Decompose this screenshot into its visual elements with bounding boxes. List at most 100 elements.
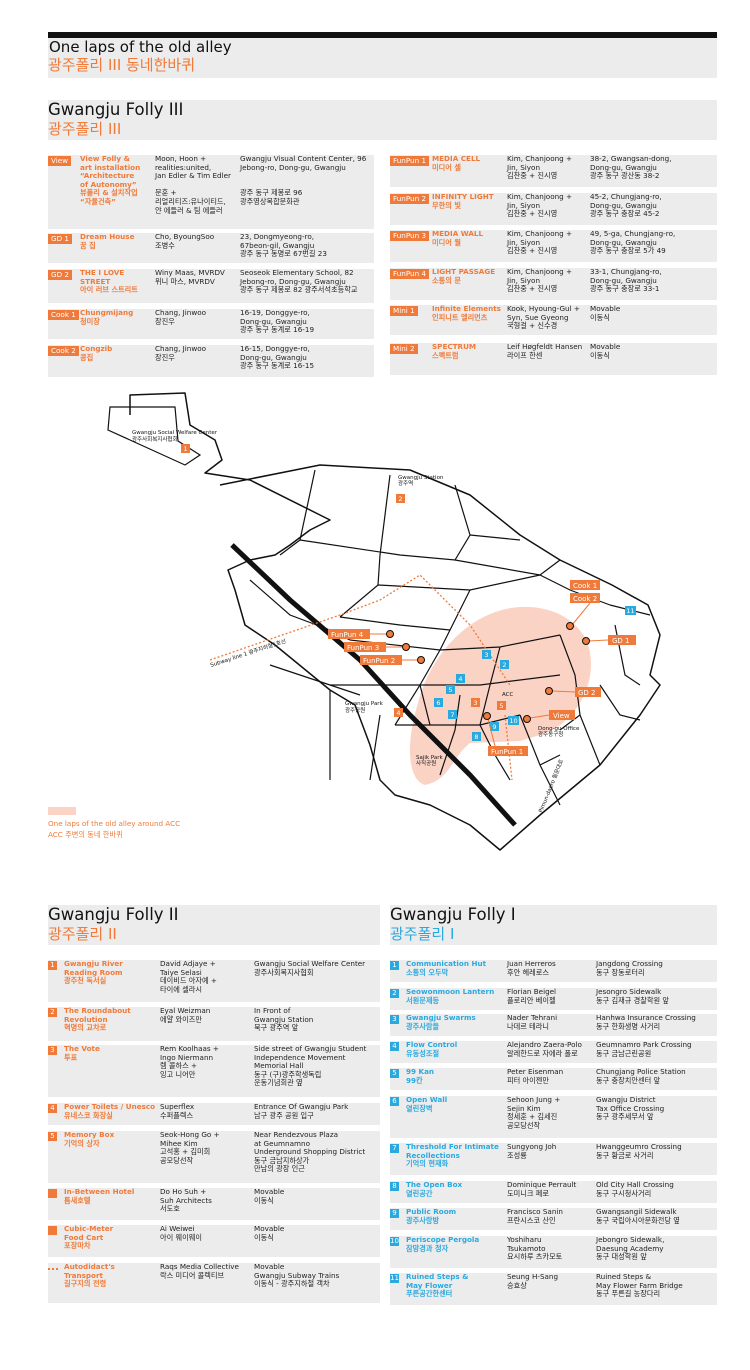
folly1-header: Gwangju Folly I 광주폴리 I	[390, 905, 717, 945]
acc-area-highlight	[409, 606, 592, 785]
square-marker	[48, 1189, 57, 1198]
callout-gd1: GD 1	[612, 637, 630, 645]
callout-funpun2: FunPun 2	[363, 657, 395, 665]
entry-tag: FunPun 2	[390, 194, 430, 204]
entry-bg	[390, 1273, 717, 1305]
block-welfare	[107, 406, 202, 466]
entry-place: Movable 이동식	[590, 304, 621, 322]
entry-people: Peter Eisenman 피터 아이젠만	[507, 1067, 564, 1085]
entry-title: Congzib 콩집	[80, 344, 113, 362]
entry-people: Kim, Chanjoong + Jin, Siyon 김찬중 + 진시영	[507, 154, 573, 181]
map-outline	[129, 392, 661, 851]
number-marker: 3	[390, 1015, 399, 1024]
entry-people: Kim, Chanjoong + Jin, Siyon 김찬중 + 진시영	[507, 229, 573, 256]
callout-funpun3: FunPun 3	[347, 644, 379, 652]
entry-title: The Open Box 열린공간	[406, 1180, 463, 1198]
entry-place: Gwangju Visual Content Center, 96 Jebong…	[240, 154, 367, 206]
entry-bg	[390, 343, 717, 375]
entry-people: Rem Koolhaas + Ingo Niermann 렘 콜하스 + 잉고 …	[160, 1044, 219, 1079]
entry-place: 45-2, Chungjang-ro, Dong-gu, Gwangju 광주 …	[590, 192, 662, 219]
svg-text:8: 8	[474, 733, 478, 741]
entry-bg	[390, 268, 717, 300]
number-marker: 1	[390, 961, 399, 970]
entry-people: Seok-Hong Go + Mihee Kim 고석홍 + 김미희 공모당선작	[160, 1130, 220, 1165]
entry-place: Hwanggeumro Crossing 동구 황금로 사거리	[596, 1142, 682, 1160]
folly2-entry: In-Between Hotel 틈새호텔 Do Ho Suh + Suh Arc…	[48, 1187, 380, 1220]
entry-people: Nader Tehrani 나데르 테라니	[507, 1013, 558, 1031]
entry-bg	[48, 1263, 380, 1303]
number-marker: 4	[390, 1042, 399, 1051]
entry-place: Jebongro Sidewalk, Daesung Academy 동구 대성…	[596, 1235, 665, 1262]
entry-people: Francisco Sanin 프란시스코 산인	[507, 1207, 563, 1225]
entry-tag: Cook 1	[48, 310, 79, 320]
entry-title: SPECTRUM 스펙트럼	[432, 342, 477, 360]
entry-bg	[48, 309, 374, 339]
entry-people: Kook, Hyoung-Gul + Syn, Sue Gyeong 국형걸 +…	[507, 304, 580, 331]
number-marker: 5	[48, 1132, 57, 1141]
page-title: One laps of the old alley	[49, 38, 232, 56]
number-marker: 2	[390, 989, 399, 998]
entry-place: 49, 5-ga, Chungjang-ro, Dong-gu, Gwangju…	[590, 229, 676, 256]
callout-funpun4: FunPun 4	[331, 631, 364, 639]
callout-view: View	[553, 712, 570, 720]
entry-title: Dream House 꿈 집	[80, 232, 135, 250]
svg-text:4: 4	[458, 675, 462, 683]
entry-bg	[48, 1007, 380, 1041]
folly3-subtitle: 광주폴리 III	[48, 120, 122, 138]
entry-title: INFINITY LIGHT 무한의 빛	[432, 192, 494, 210]
entry-bg	[390, 988, 717, 1010]
svg-text:9: 9	[492, 723, 496, 731]
number-marker: 4	[48, 1104, 57, 1113]
entry-title: Gwangju River Reading Room 광주천 독서실	[64, 959, 123, 986]
label-social-welfare-ko: 광주사회복지사협회	[132, 435, 178, 443]
entry-place: Gwangju Social Welfare Center 광주사회복지사협회	[254, 959, 366, 977]
entry-people: Winy Maas, MVRDV 위니 마스, MVRDV	[155, 268, 225, 286]
entry-title: MEDIA WALL 미디어 월	[432, 229, 484, 247]
entry-place: 16-15, Donggye-ro, Dong-gu, Gwangju 광주 동…	[240, 344, 315, 371]
area-map: Gwangju Social Welfare Center 광주사회복지사협회 …	[48, 392, 661, 851]
folly3-callouts: Cook 1 Cook 2 GD 1 GD 2 View FunPun 1 Fu…	[328, 580, 636, 756]
entry-bg	[390, 1014, 717, 1036]
label-dongu-office-ko: 광주동구청	[538, 731, 563, 738]
number-marker: 10	[390, 1237, 399, 1246]
entry-place: Seoseok Elementary School, 82 Jebong-ro,…	[240, 268, 358, 295]
svg-text:2: 2	[398, 495, 402, 503]
entry-title: Power Toilets / Unesco 유네스코 화장실	[64, 1102, 156, 1120]
entry-people: Do Ho Suh + Suh Architects 서도호	[160, 1187, 212, 1214]
entry-title: In-Between Hotel 틈새호텔	[64, 1187, 135, 1205]
entry-title: View Folly & art installation “Architect…	[80, 154, 141, 206]
entry-people: Juan Herreros 후안 헤레로스	[507, 959, 556, 977]
entry-title: LIGHT PASSAGE 소통의 문	[432, 267, 496, 285]
entry-place: In Front of Gwangju Station 북구 광주역 앞	[254, 1006, 314, 1033]
label-gwangju-park: Gwangju Park	[345, 701, 384, 707]
callout-cook2: Cook 2	[573, 595, 597, 603]
entry-title: Public Room 광주사랑방	[406, 1207, 457, 1225]
entry-tag: Mini 1	[390, 306, 418, 316]
entry-place: Ruined Steps & May Flower Farm Bridge 동구…	[596, 1272, 683, 1299]
entry-people: Raqs Media Collective 락스 미디어 콜렉티브	[160, 1262, 239, 1280]
entry-people: Moon, Hoon + realities:united, Jan Edler…	[155, 154, 231, 215]
entry-bg	[48, 345, 374, 377]
page-header: One laps of the old alley 광주폴리 III 동네한바퀴	[48, 38, 717, 78]
entry-people: Chang, Jinwoo 장진우	[155, 344, 207, 362]
entry-tag: GD 1	[48, 234, 72, 244]
svg-text:4: 4	[396, 709, 400, 717]
folly3-header: Gwangju Folly III 광주폴리 III	[48, 100, 717, 140]
entry-people: Cho, ByoungSoo 조병수	[155, 232, 215, 250]
entry-bg	[390, 155, 717, 187]
entry-people: Chang, Jinwoo 장진우	[155, 308, 207, 326]
number-marker: 8	[390, 1182, 399, 1191]
entry-tag: Cook 2	[48, 346, 79, 356]
label-social-welfare: Gwangju Social Welfare Center	[132, 430, 218, 436]
entry-tag: FunPun 4	[390, 269, 430, 279]
number-marker: 11	[390, 1274, 399, 1283]
